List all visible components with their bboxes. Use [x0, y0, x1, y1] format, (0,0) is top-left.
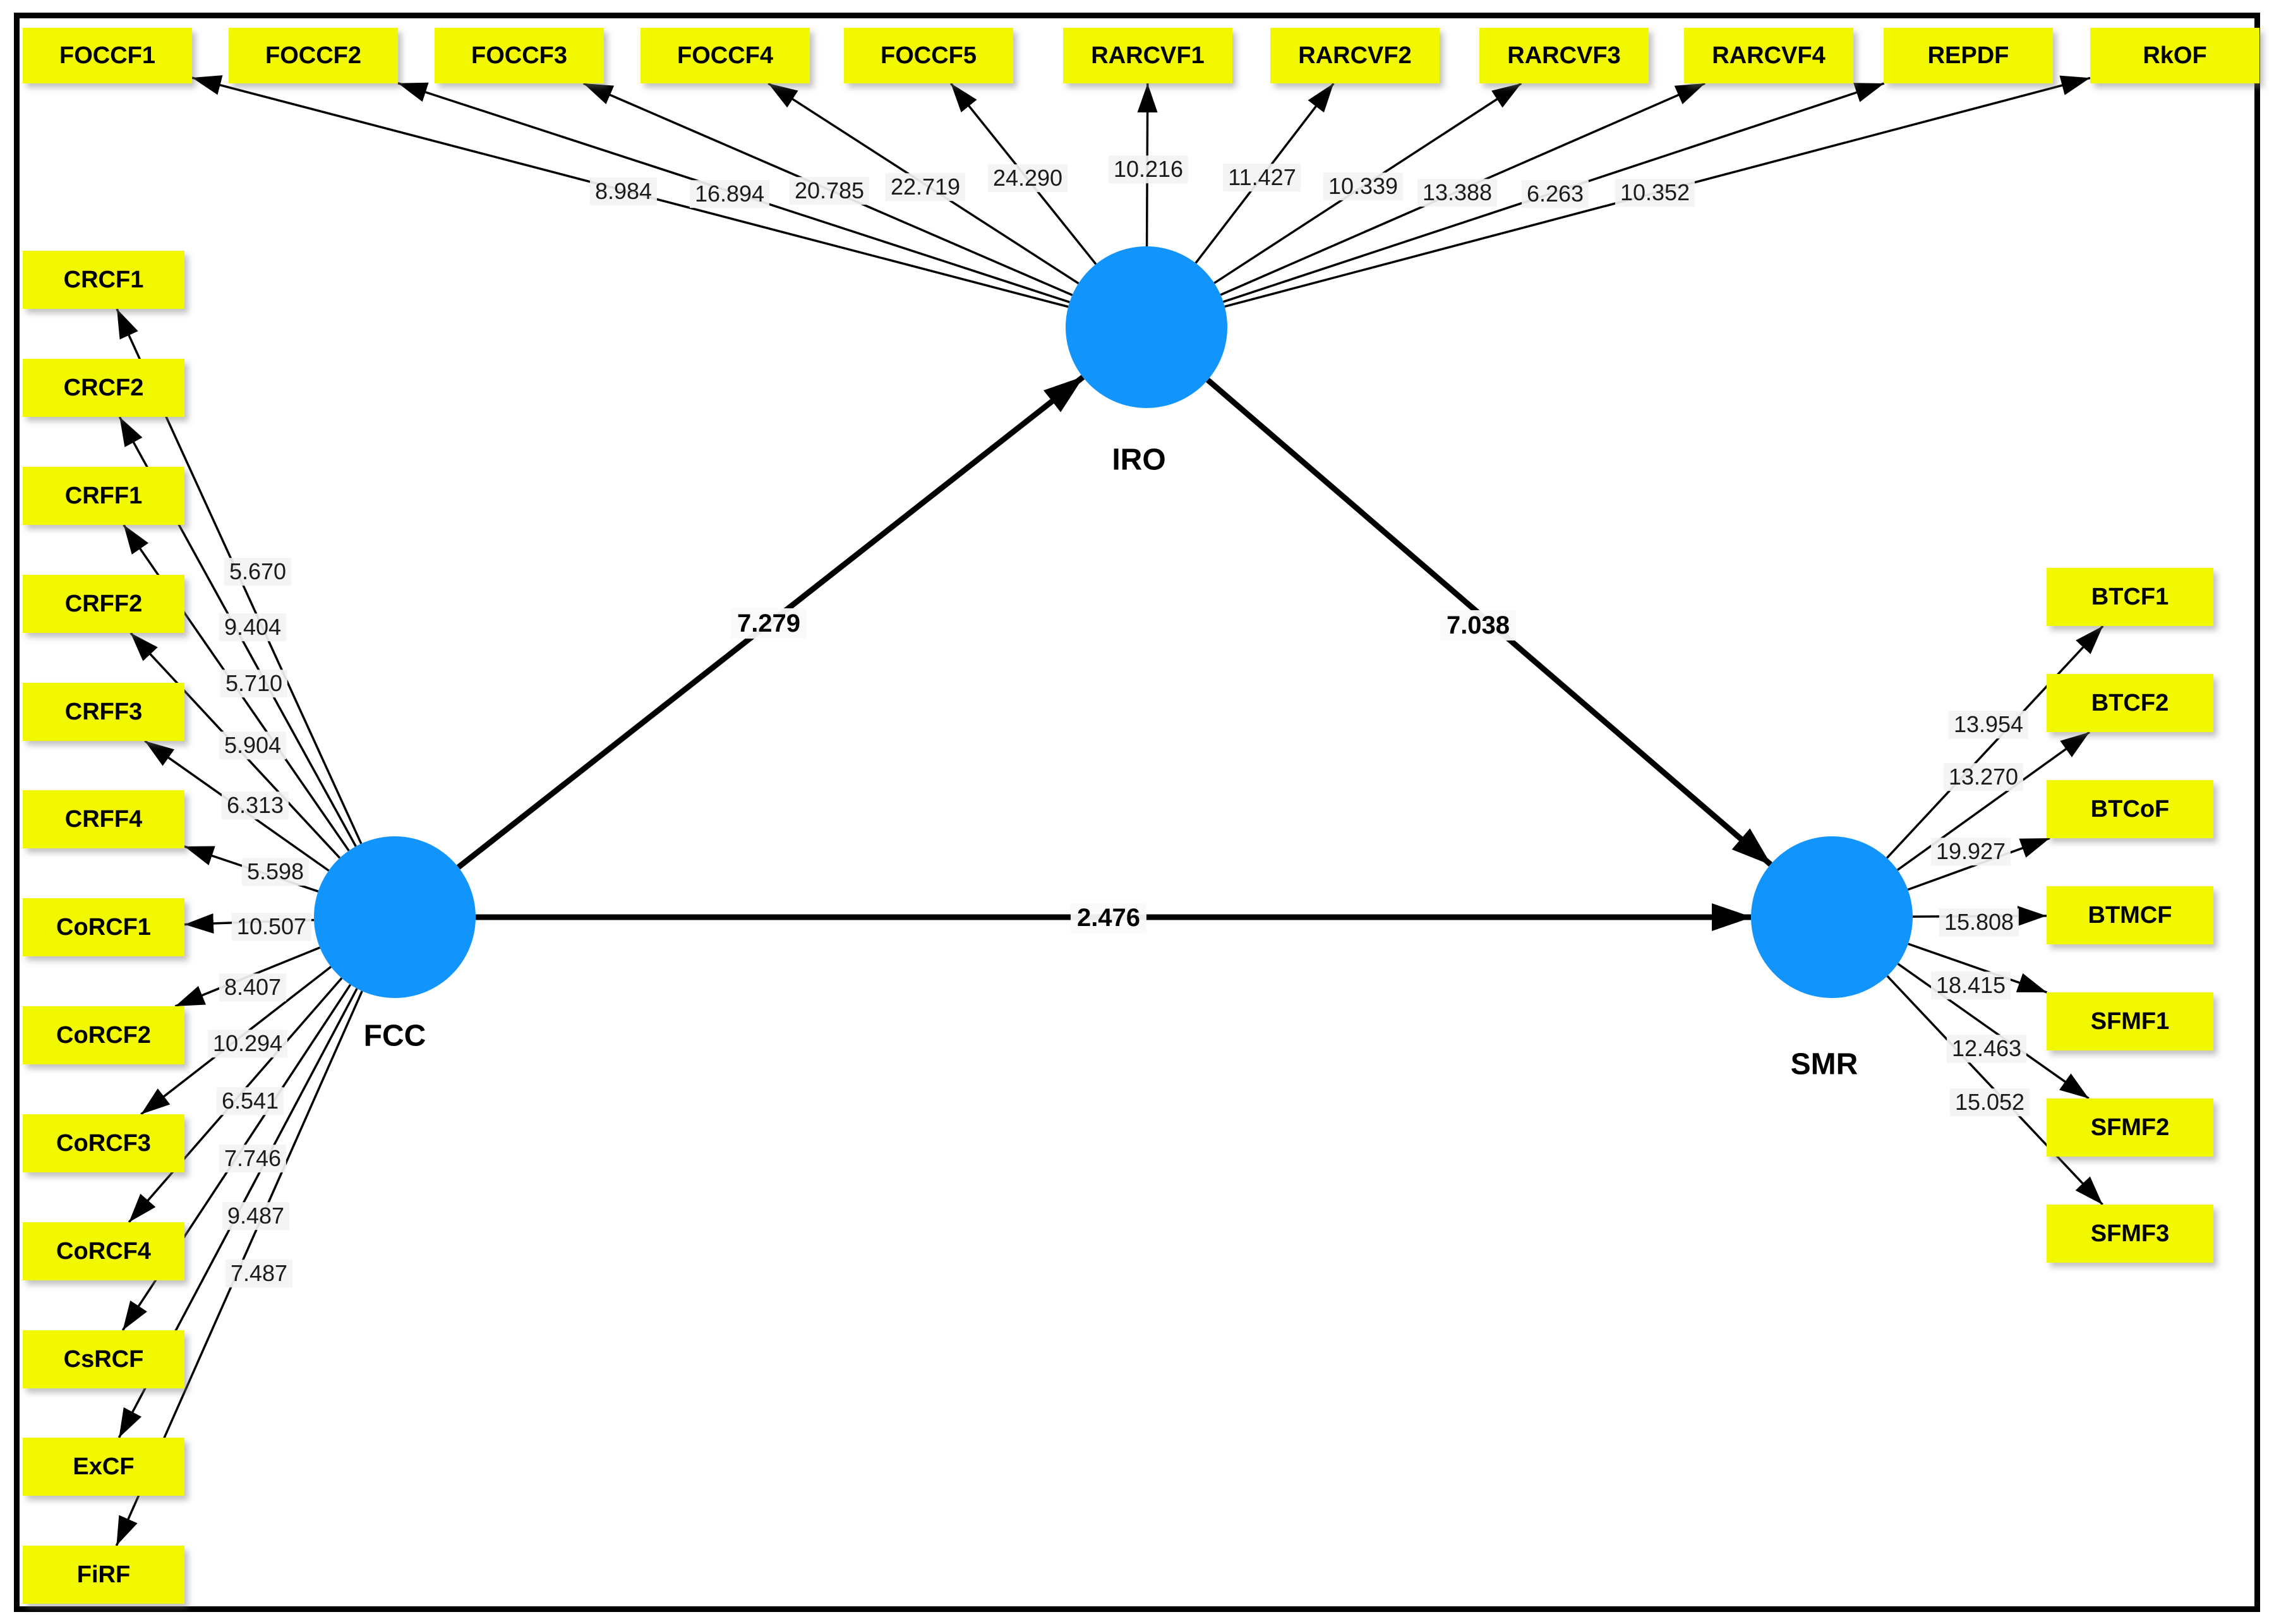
loading-crff3: 6.313 [221, 791, 289, 819]
loading-corcf3: 10.294 [207, 1030, 288, 1057]
indicator-rkof[interactable]: RkOF [2090, 28, 2259, 83]
path-coefficient-fcc-smr: 2.476 [1070, 903, 1147, 933]
loading-foccf3: 20.785 [789, 177, 870, 205]
indicator-foccf4[interactable]: FOCCF4 [641, 28, 810, 83]
indicator-firf[interactable]: FiRF [23, 1546, 184, 1604]
indicator-rarcvf4[interactable]: RARCVF4 [1684, 28, 1853, 83]
indicator-btcf2[interactable]: BTCF2 [2047, 674, 2213, 732]
node-label-smr: SMR [1790, 1047, 1858, 1081]
latent-node-fcc[interactable] [314, 836, 476, 998]
indicator-crff3[interactable]: CRFF3 [23, 683, 184, 741]
loading-foccf1: 8.984 [589, 177, 658, 205]
indicator-excf[interactable]: ExCF [23, 1438, 184, 1496]
loading-sfmf1: 18.415 [1930, 971, 2011, 999]
loading-btcf2: 13.270 [1943, 763, 2024, 791]
loading-foccf5: 24.290 [987, 164, 1068, 192]
loading-crff4: 5.598 [241, 858, 310, 886]
loading-corcf4: 6.541 [216, 1087, 284, 1115]
loading-rarcvf1: 10.216 [1108, 155, 1189, 183]
loading-rkof: 10.352 [1615, 179, 1695, 207]
indicator-foccf5[interactable]: FOCCF5 [844, 28, 1013, 83]
indicator-foccf3[interactable]: FOCCF3 [435, 28, 604, 83]
loading-sfmf3: 15.052 [1949, 1088, 2030, 1116]
path-coefficient-iro-smr: 7.038 [1440, 610, 1517, 641]
diagram-border [14, 13, 2260, 1612]
loading-firf: 7.487 [225, 1260, 293, 1287]
latent-node-iro[interactable] [1066, 246, 1227, 408]
loading-rarcvf4: 13.388 [1417, 179, 1498, 207]
indicator-corcf2[interactable]: CoRCF2 [23, 1006, 184, 1064]
loading-rarcvf3: 10.339 [1323, 172, 1404, 200]
indicator-btcf1[interactable]: BTCF1 [2047, 568, 2213, 626]
indicator-corcf4[interactable]: CoRCF4 [23, 1222, 184, 1280]
indicator-sfmf1[interactable]: SFMF1 [2047, 992, 2213, 1050]
loading-repdf: 6.263 [1521, 180, 1589, 208]
indicator-crcf2[interactable]: CRCF2 [23, 359, 184, 417]
loading-excf: 9.487 [222, 1202, 290, 1230]
indicator-crcf1[interactable]: CRCF1 [23, 251, 184, 309]
indicator-csrcf[interactable]: CsRCF [23, 1330, 184, 1388]
indicator-rarcvf1[interactable]: RARCVF1 [1063, 28, 1232, 83]
loading-crcf1: 5.670 [224, 558, 292, 586]
loading-btmcf: 15.808 [1939, 908, 2019, 936]
node-label-iro: IRO [1112, 443, 1166, 477]
loading-foccf4: 22.719 [885, 173, 966, 201]
indicator-crff1[interactable]: CRFF1 [23, 467, 184, 525]
loading-btcof: 19.927 [1930, 838, 2011, 865]
loading-btcf1: 13.954 [1948, 711, 2029, 738]
indicator-btmcf[interactable]: BTMCF [2047, 886, 2213, 944]
indicator-corcf3[interactable]: CoRCF3 [23, 1114, 184, 1172]
indicator-rarcvf3[interactable]: RARCVF3 [1479, 28, 1649, 83]
indicator-foccf1[interactable]: FOCCF1 [23, 28, 192, 83]
indicator-rarcvf2[interactable]: RARCVF2 [1270, 28, 1440, 83]
loading-crff1: 5.710 [220, 670, 288, 697]
node-label-fcc: FCC [363, 1019, 426, 1053]
loading-corcf1: 10.507 [231, 913, 312, 941]
loading-csrcf: 7.746 [219, 1145, 287, 1172]
loading-sfmf2: 12.463 [1946, 1035, 2027, 1062]
indicator-foccf2[interactable]: FOCCF2 [229, 28, 398, 83]
path-coefficient-fcc-iro: 7.279 [730, 608, 807, 639]
indicator-sfmf3[interactable]: SFMF3 [2047, 1205, 2213, 1263]
indicator-repdf[interactable]: REPDF [1884, 28, 2053, 83]
latent-node-smr[interactable] [1751, 836, 1913, 998]
indicator-crff2[interactable]: CRFF2 [23, 575, 184, 633]
loading-rarcvf2: 11.427 [1223, 164, 1301, 191]
indicator-crff4[interactable]: CRFF4 [23, 790, 184, 848]
indicator-btcof[interactable]: BTCoF [2047, 780, 2213, 838]
loading-corcf2: 8.407 [219, 973, 287, 1001]
indicator-corcf1[interactable]: CoRCF1 [23, 898, 184, 956]
loading-foccf2: 16.894 [689, 180, 770, 208]
loading-crff2: 5.904 [219, 731, 287, 759]
indicator-sfmf2[interactable]: SFMF2 [2047, 1098, 2213, 1157]
loading-crcf2: 9.404 [219, 613, 287, 641]
